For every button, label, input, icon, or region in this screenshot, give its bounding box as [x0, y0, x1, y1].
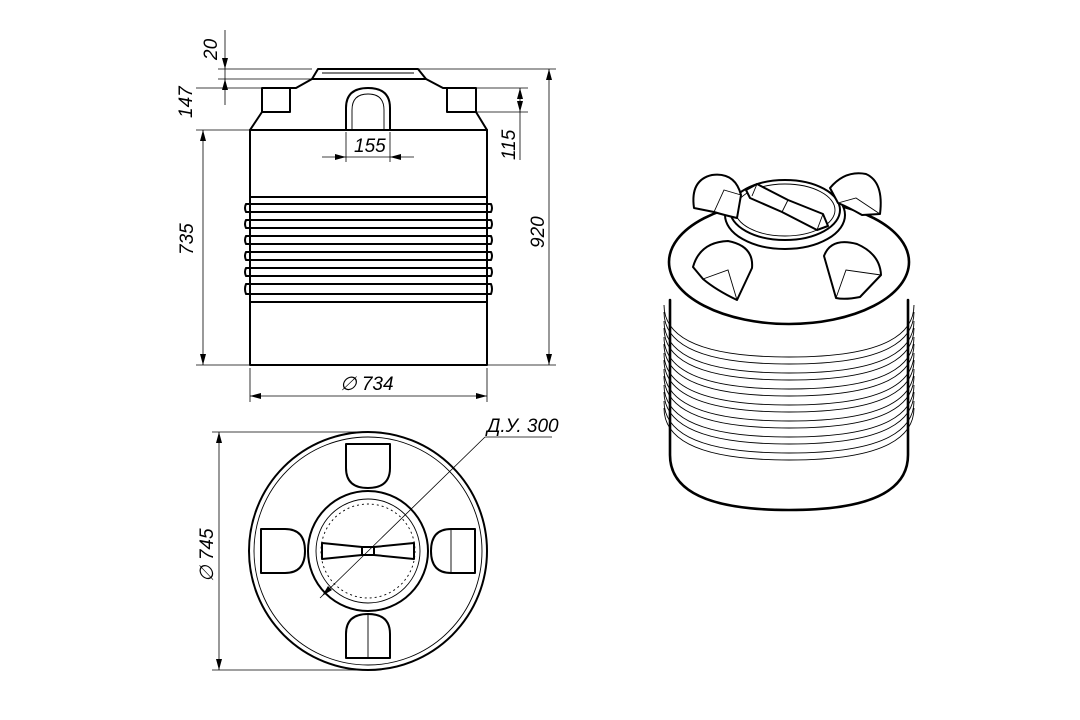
front-shoulder [249, 78, 488, 131]
front-lid [311, 68, 427, 80]
dim-label-handle-height: 115 [499, 129, 520, 160]
dim-label-body-height: 735 [177, 223, 198, 255]
front-view: 20 147 735 920 115 155 ∅ 734 [176, 30, 556, 402]
top-handle-east [430, 528, 476, 574]
iso-lid-grip [745, 183, 829, 231]
dim-label-lid-height: 20 [201, 38, 222, 61]
iso-handle-front-left [692, 240, 754, 301]
top-handle-north [345, 443, 391, 489]
top-handle-west [260, 528, 306, 574]
iso-handle-back-left [692, 173, 742, 219]
front-handle-recess-inner [351, 93, 385, 129]
top-hatch-ring [307, 490, 429, 612]
top-inner-circle [253, 436, 483, 666]
hatch-label: Д.У. 300 [485, 416, 559, 437]
front-dimensions [196, 30, 556, 402]
front-handle-recess [345, 87, 391, 130]
front-handle-right [446, 87, 477, 113]
isometric-view [663, 172, 915, 512]
front-handle-left [261, 87, 291, 113]
dim-label-neck-width: 155 [354, 136, 386, 157]
front-ribs [244, 196, 493, 303]
top-lid-grip [321, 542, 415, 560]
iso-handle-back-right [829, 172, 882, 216]
dim-label-body-diameter: ∅ 734 [340, 374, 394, 395]
iso-ribs [663, 304, 915, 461]
dim-label-total-height: 920 [528, 216, 549, 248]
iso-body-outline [668, 298, 910, 512]
dim-label-shoulder-height: 147 [176, 85, 197, 118]
front-body-outline [249, 129, 488, 366]
hatch-leader [319, 436, 486, 599]
iso-handle-front-right [823, 241, 882, 300]
dim-label-top-diameter: ∅ 745 [197, 528, 218, 582]
top-hatch-ring-inner [315, 498, 421, 604]
top-view: ∅ 745 Д.У. 300 [197, 416, 559, 671]
